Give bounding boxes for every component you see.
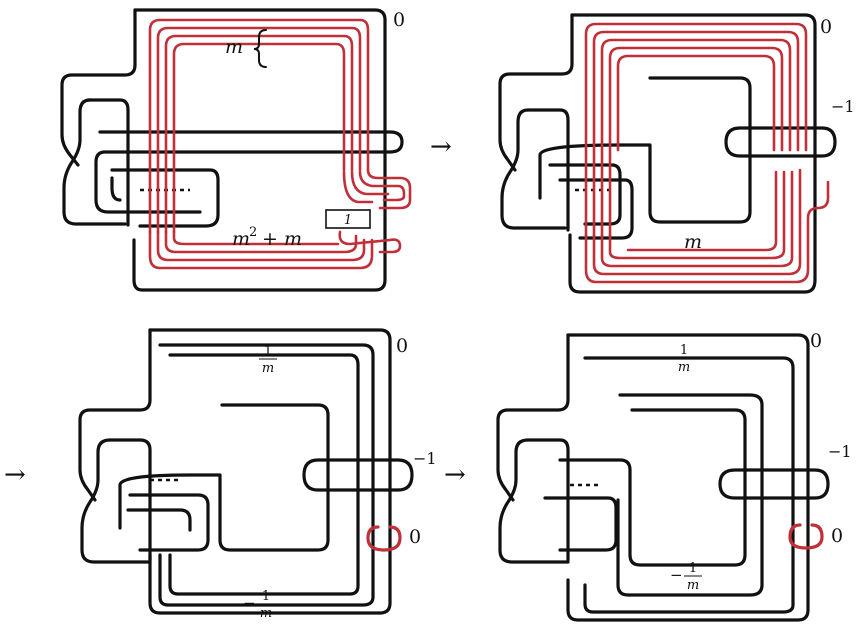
p1-red-r1: [366, 168, 412, 210]
p2-oval: [724, 126, 837, 158]
p1-red-b3: [164, 230, 358, 254]
p4-inner-square-2: [558, 408, 747, 567]
p2-red-b3: [600, 170, 794, 268]
p1-red-b4: [172, 230, 340, 246]
panel-1: 1 m 0 m 2 + m: [60, 8, 412, 292]
p1-outer-knot: [132, 8, 387, 292]
panel-2: 0 −1 m: [498, 13, 855, 294]
p4-inner-a: [498, 438, 570, 564]
p1-brace-label: m: [225, 36, 243, 58]
p1-twist-label: 1: [344, 213, 352, 228]
p1-inner-loop-b: [86, 98, 130, 227]
p2-red-4: [608, 46, 784, 237]
p1-bottom-label-tail: + m: [262, 228, 302, 250]
p1-brace: [253, 29, 267, 68]
p2-side-label: −1: [831, 97, 855, 116]
p1-left-hook: [60, 8, 137, 167]
p2-framing-label: 0: [820, 16, 832, 38]
p3-framing-label: 0: [396, 335, 408, 357]
p3-side-label: −1: [413, 449, 437, 468]
p1-band-low: [110, 176, 122, 202]
p3-left-hook: [78, 328, 152, 502]
p1-band-mid: [110, 168, 220, 228]
p1-red-1: [148, 18, 370, 234]
p2-red-1: [584, 22, 808, 237]
p2-bottom-label: m: [684, 231, 702, 253]
p1-bottom-label-base: m: [232, 228, 250, 250]
p1-twist-box: [325, 209, 371, 229]
p3-band-2: [126, 508, 192, 532]
p2-inner-loop-b: [526, 108, 570, 232]
p3-small-label: 0: [409, 526, 421, 548]
p4-small-label: 0: [831, 525, 843, 547]
p4-top-den: m: [678, 360, 690, 375]
p3-top-num: 1: [264, 344, 272, 359]
p3-small-loop: [366, 525, 402, 552]
p3-bottom-num: 1: [262, 589, 270, 604]
p3-inner-a: [80, 438, 152, 564]
p4-framing-label: 0: [810, 330, 822, 352]
p2-red-b1: [584, 180, 830, 284]
p2-band-mid: [558, 178, 634, 240]
p3-oval: [302, 458, 414, 492]
p4-inner-b: [526, 438, 570, 562]
p4-bottom-sign: −: [670, 566, 683, 584]
p2-red-2: [592, 30, 800, 237]
p4-band-1: [543, 496, 618, 552]
arrow-2: →: [4, 460, 26, 490]
p3-bottom-den: m: [260, 606, 272, 621]
p3-inner-b: [108, 438, 152, 562]
p4-inner-square: [616, 393, 764, 597]
p1-red-b2: [156, 230, 366, 262]
p1-red-4: [172, 42, 346, 234]
p3-outer-2: [158, 343, 375, 607]
p4-bottom-num: 1: [689, 561, 697, 576]
arrow-3: →: [444, 460, 466, 490]
p4-left-hook: [496, 333, 570, 502]
p3-square: [118, 403, 330, 552]
p2-red-5: [616, 54, 776, 152]
panel-3: 0 −1 0 1 m − 1 m: [78, 328, 437, 621]
p1-framing-label: 0: [393, 9, 405, 31]
p2-square: [538, 76, 752, 224]
p1-red-b1: [148, 230, 374, 270]
p4-small-loop: [788, 523, 824, 550]
p3-band-1: [128, 493, 210, 552]
p4-oval: [718, 468, 830, 500]
p2-outer-knot: [568, 13, 817, 294]
p3-outer-3: [168, 353, 360, 596]
p4-top-num: 1: [680, 343, 688, 358]
p1-red-r4: [342, 170, 374, 204]
p2-red-3: [600, 38, 792, 237]
p1-red-r5: [338, 230, 402, 254]
p1-red-2: [156, 26, 362, 234]
p1-band-top: [94, 130, 404, 214]
p2-band-low: [548, 163, 622, 226]
p1-red-3: [164, 34, 354, 234]
p3-bottom-sign: −: [243, 594, 256, 612]
p3-top-den: m: [262, 361, 274, 376]
arrow-1: →: [430, 132, 452, 162]
panel-4: 0 −1 0 1 m − 1 m: [496, 330, 852, 622]
p2-red-b4: [608, 170, 786, 260]
p1-red-r3: [350, 170, 390, 196]
p4-bottom-den: m: [687, 578, 699, 593]
p3-outer-1: [148, 328, 392, 615]
p1-bottom-label-exp: 2: [249, 225, 257, 240]
p4-outer-2: [583, 356, 795, 614]
p1-red-r2: [358, 170, 406, 202]
p2-left-hook: [498, 13, 574, 172]
p2-red-b2: [592, 168, 802, 276]
p1-inner-loop-a: [62, 98, 127, 226]
p4-outer-1: [566, 333, 810, 622]
p2-inner-loop-a: [500, 108, 567, 230]
p2-red-b5: [626, 170, 778, 252]
p4-side-label: −1: [828, 442, 852, 461]
